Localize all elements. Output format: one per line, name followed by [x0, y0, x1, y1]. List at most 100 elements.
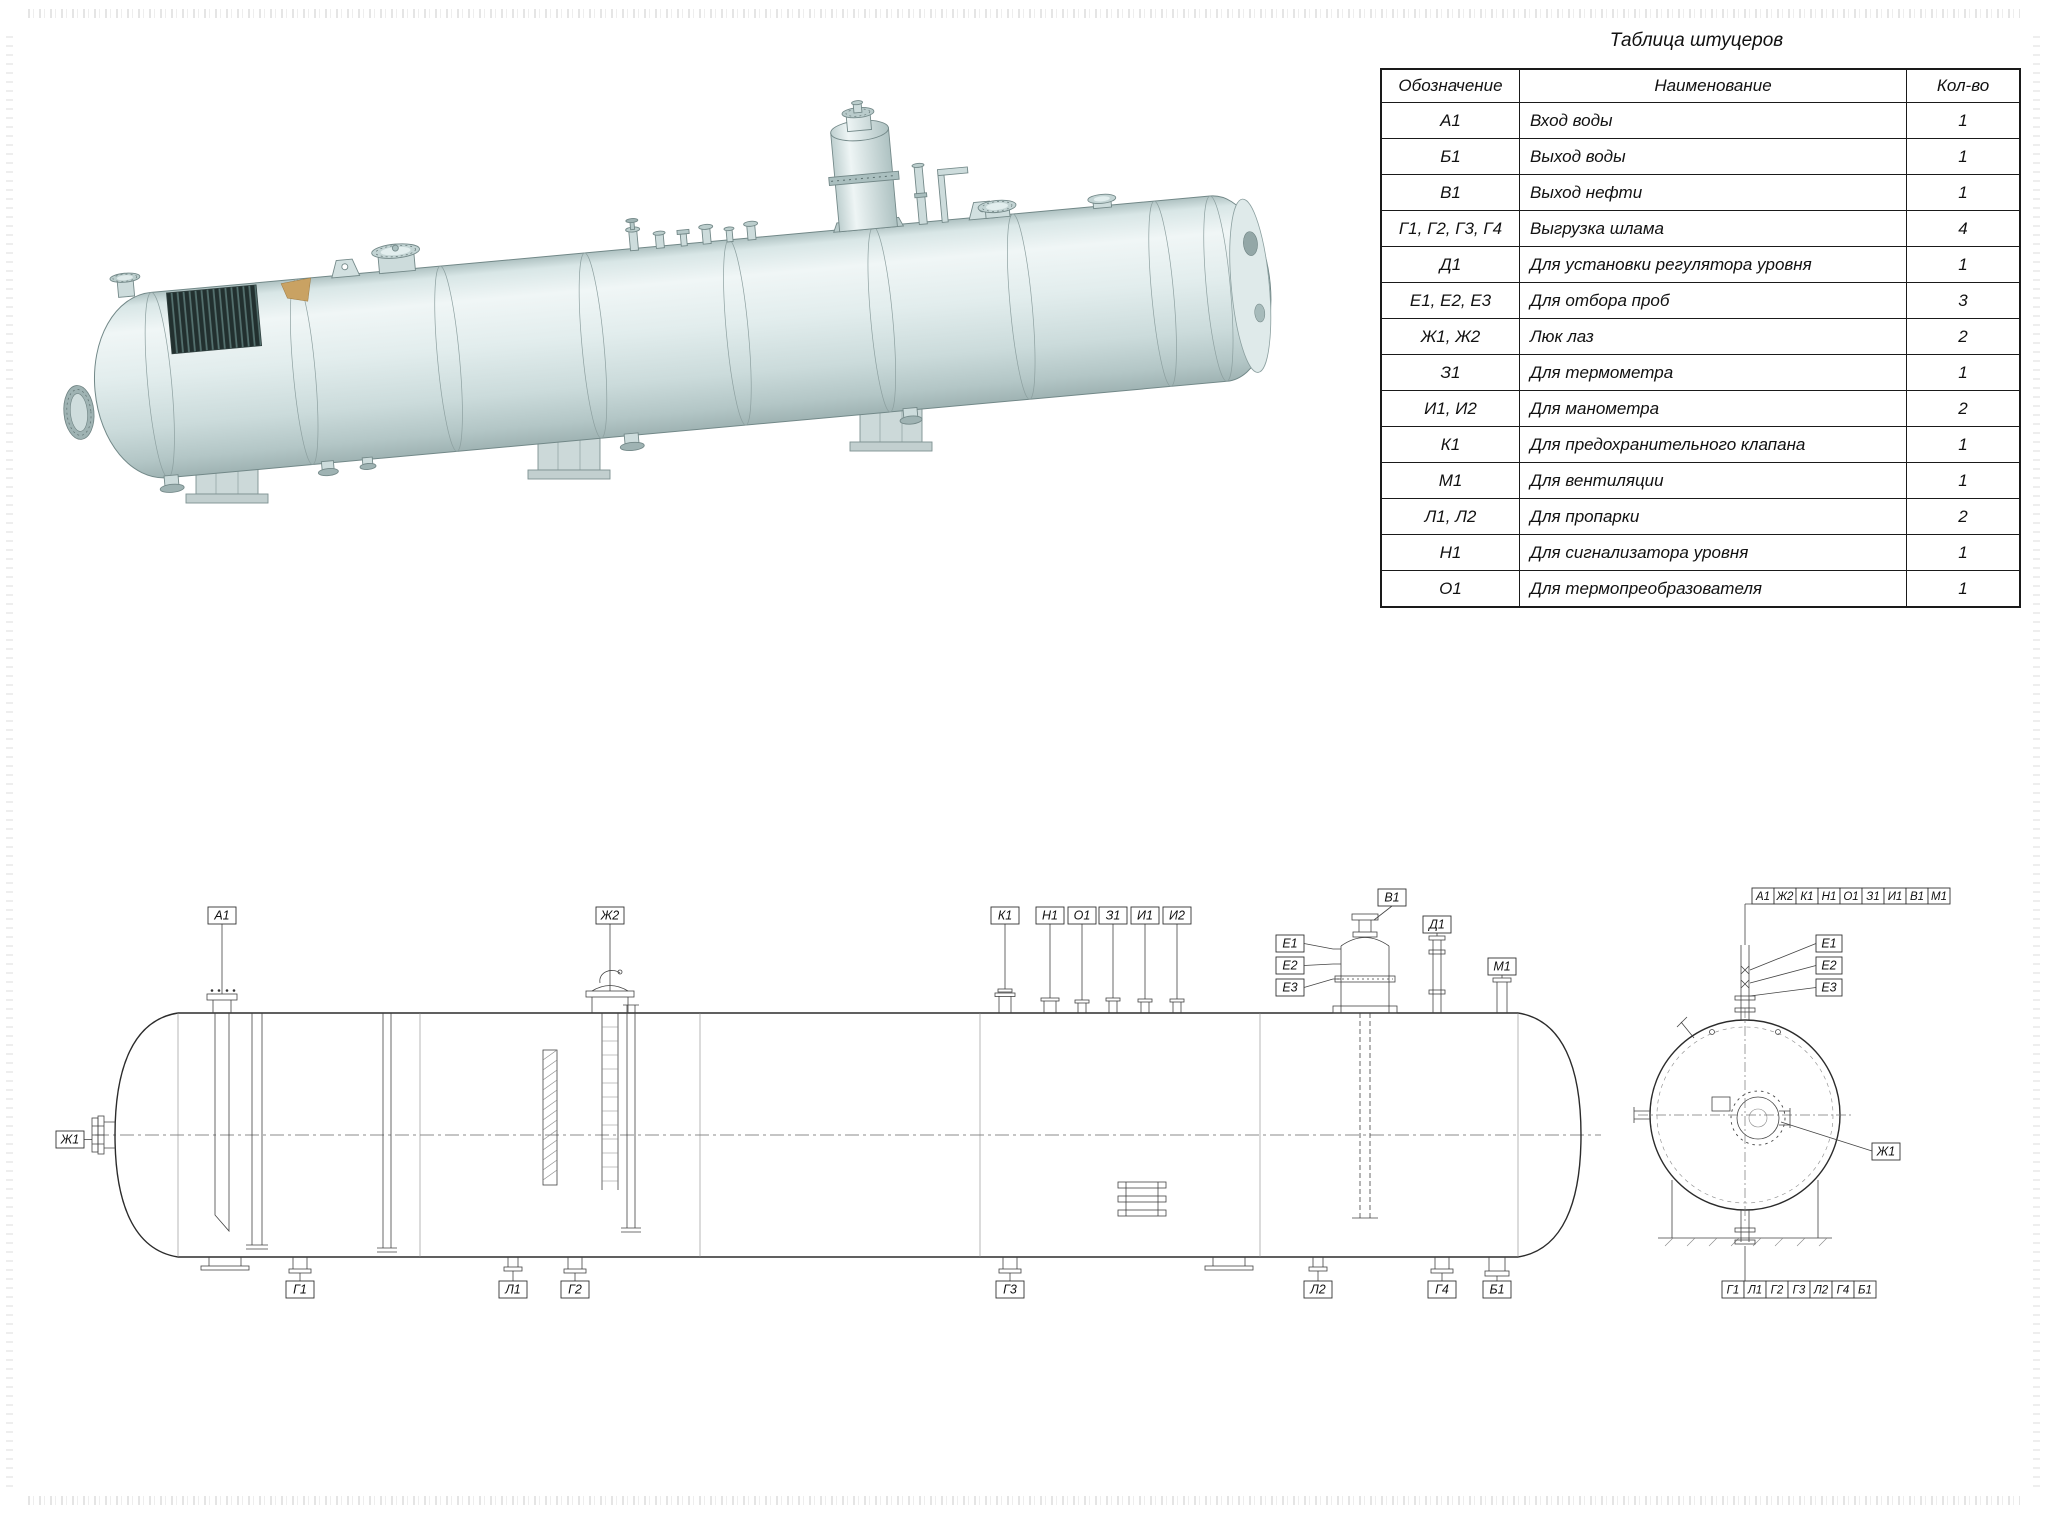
cell-designation: А1 — [1380, 102, 1520, 139]
end-top-stub — [1734, 903, 1817, 1020]
callout-zh2-side: Ж2 — [595, 906, 625, 925]
callout-n1-side: Н1 — [1035, 906, 1065, 925]
svg-text:З1: З1 — [1866, 891, 1879, 903]
cell-name: Для манометра — [1519, 390, 1907, 427]
cell-qty: 1 — [1906, 138, 2021, 175]
top-flanges-3d — [977, 193, 1117, 219]
svg-text:О1: О1 — [1843, 891, 1858, 903]
svg-text:Л2: Л2 — [1813, 1285, 1829, 1297]
svg-text:Ж2: Ж2 — [600, 909, 619, 923]
svg-text:Б1: Б1 — [1489, 1283, 1504, 1297]
manhole-zh2 — [585, 924, 635, 1190]
internal-ladder-strip — [542, 1049, 558, 1186]
cell-designation: З1 — [1380, 354, 1520, 391]
callout-g4-side: Г4 — [1427, 1280, 1457, 1299]
callout-a1-side: А1 — [207, 906, 237, 925]
svg-text:И1: И1 — [1888, 891, 1903, 903]
svg-text:М1: М1 — [1931, 891, 1947, 903]
svg-text:Л1: Л1 — [1747, 1285, 1762, 1297]
page-edge-artifact-right — [2033, 30, 2040, 1487]
nozzle-a1 — [206, 924, 238, 1233]
cell-name: Для предохранительного клапана — [1519, 426, 1907, 463]
vessel-3d-view — [63, 100, 1272, 504]
cell-qty: 2 — [1906, 318, 2021, 355]
cell-designation: Е1, Е2, Е3 — [1380, 282, 1520, 319]
cell-qty: 2 — [1906, 390, 2021, 427]
internal-vane-pack — [166, 277, 311, 355]
svg-text:Н1: Н1 — [1822, 891, 1837, 903]
vent-pipes-3d — [911, 162, 969, 226]
saddle-marks — [200, 1257, 1254, 1271]
cell-qty: 2 — [1906, 498, 2021, 535]
table-title: Таблица штуцеров — [1609, 30, 1784, 51]
cell-name: Для установки регулятора уровня — [1519, 246, 1907, 283]
cell-designation: О1 — [1380, 570, 1520, 608]
cell-designation: Б1 — [1380, 138, 1520, 175]
cell-designation: Г1, Г2, Г3, Г4 — [1380, 210, 1520, 247]
cell-designation: Л1, Л2 — [1380, 498, 1520, 535]
callout-g2-side: Г2 — [560, 1280, 590, 1299]
svg-text:Г1: Г1 — [1727, 1285, 1740, 1297]
callout-i2-side: И2 — [1162, 906, 1192, 925]
svg-text:Ж2: Ж2 — [1776, 891, 1795, 903]
instrument-nozzles — [994, 924, 1185, 1013]
nozzle-d1 — [1428, 933, 1446, 1013]
svg-text:К1: К1 — [1800, 891, 1813, 903]
cell-name: Для термопреобразователя — [1519, 570, 1907, 608]
cell-name: Для термометра — [1519, 354, 1907, 391]
page-edge-artifact-bottom — [28, 1496, 2020, 1505]
svg-text:Г3: Г3 — [1003, 1283, 1017, 1297]
callout-k1-side: К1 — [990, 906, 1020, 925]
svg-text:Г4: Г4 — [1435, 1283, 1449, 1297]
svg-text:Е1: Е1 — [1821, 937, 1836, 951]
callout-zh1-side: Ж1 — [55, 1130, 85, 1149]
callout-m1-side: М1 — [1487, 957, 1517, 976]
svg-text:И2: И2 — [1169, 909, 1185, 923]
cell-qty: 1 — [1906, 354, 2021, 391]
right-head-nozzle — [1243, 231, 1258, 256]
end-bottom-row: Г1 Л1 Г2 Г3 Л2 Г4 Б1 — [1721, 1280, 1877, 1299]
svg-text:К1: К1 — [998, 909, 1012, 923]
svg-text:Б1: Б1 — [1858, 1285, 1872, 1297]
cell-designation: К1 — [1380, 426, 1520, 463]
internal-distributor — [246, 1004, 641, 1253]
vessel-side-view: А1 — [55, 888, 1601, 1299]
weld-seams — [144, 195, 1234, 478]
end-saddle-base — [1658, 1180, 1832, 1247]
manhole-zh1 — [84, 1115, 116, 1155]
manhole-zh1-end — [1730, 1090, 1791, 1146]
svg-text:Д1: Д1 — [1427, 918, 1445, 932]
col-header-name: Наименование — [1519, 68, 1907, 103]
col-header-qty: Кол-во — [1906, 68, 2021, 103]
cell-qty: 4 — [1906, 210, 2021, 247]
table-header-row: Обозначение Наименование Кол-во — [1380, 68, 2021, 103]
cell-name: Люк лаз — [1519, 318, 1907, 355]
svg-text:Г4: Г4 — [1837, 1285, 1850, 1297]
cell-name: Выход нефти — [1519, 174, 1907, 211]
svg-text:Е3: Е3 — [1821, 981, 1836, 995]
manhole-zh2-3d — [371, 243, 420, 275]
callout-v1-side: В1 — [1377, 888, 1407, 907]
bottom-nozzles — [288, 1257, 1510, 1281]
svg-text:Л2: Л2 — [1309, 1283, 1326, 1297]
cell-qty: 1 — [1906, 462, 2021, 499]
cell-designation: М1 — [1380, 462, 1520, 499]
cell-name: Выход воды — [1519, 138, 1907, 175]
callout-i1-side: И1 — [1130, 906, 1160, 925]
svg-text:Г2: Г2 — [1771, 1285, 1784, 1297]
callout-z1-side: З1 — [1098, 906, 1128, 925]
svg-text:А1: А1 — [1755, 891, 1770, 903]
vessel-2d-views: А1 — [55, 887, 1951, 1299]
callout-d1-side: Д1 — [1422, 915, 1452, 934]
svg-text:Н1: Н1 — [1042, 909, 1058, 923]
oil-outlet-drum-3d — [828, 100, 905, 233]
svg-text:М1: М1 — [1493, 960, 1510, 974]
manhole-zh1-3d — [63, 385, 95, 440]
